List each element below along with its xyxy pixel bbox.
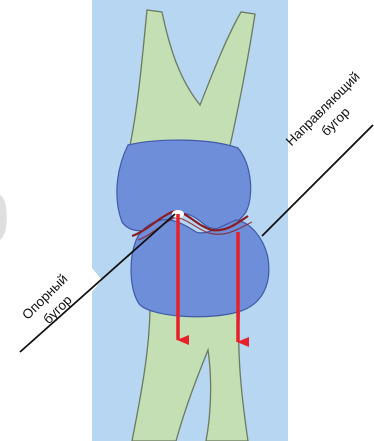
- edge-artifact: [0, 195, 7, 240]
- guiding-cusp-label-line1: Направляющий: [283, 69, 363, 149]
